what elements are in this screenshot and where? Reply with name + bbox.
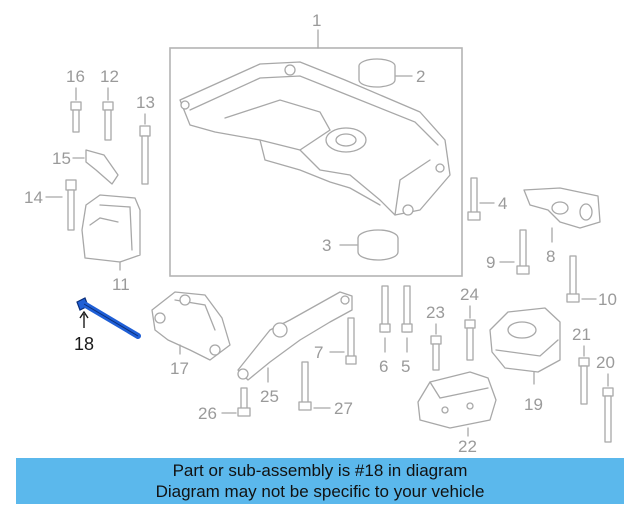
label-22: 22 [458,437,477,455]
bolt-20[interactable]: 20 [596,353,615,443]
label-3: 3 [322,236,331,255]
bracket-15[interactable]: 15 [52,149,119,185]
label-23: 23 [426,303,445,322]
banner-line-1: Part or sub-assembly is #18 in diagram [172,461,468,480]
bolt-6[interactable]: 6 [379,285,391,376]
bolt-4[interactable]: 4 [467,177,507,221]
bolt-10[interactable]: 10 [566,255,617,309]
label-9: 9 [486,253,495,272]
bolt-9[interactable]: 9 [486,229,530,275]
label-8: 8 [546,247,555,266]
bolt-27[interactable]: 27 [298,361,353,418]
banner-line-2: Diagram may not be specific to your vehi… [155,482,485,501]
subframe-group[interactable]: 1 [169,11,463,277]
label-11: 11 [112,275,130,294]
part-2[interactable]: 2 [358,58,425,88]
info-banner: Part or sub-assembly is #18 in diagram D… [16,458,624,504]
bracket-17[interactable]: 17 [151,291,231,378]
label-26: 26 [198,404,217,423]
bolt-18-highlighted[interactable]: 18 [74,297,141,354]
label-21: 21 [572,325,591,344]
bolt-16[interactable]: 16 [66,67,85,133]
mount-11[interactable]: 11 [81,194,141,294]
label-14: 14 [24,188,43,207]
bolt-7[interactable]: 7 [314,317,357,365]
mount-19[interactable]: 19 [489,307,561,414]
label-19: 19 [524,395,543,414]
label-20: 20 [596,353,615,372]
label-17: 17 [170,359,189,378]
subframe-frame [169,47,463,277]
label-1: 1 [312,11,321,30]
label-12: 12 [100,67,119,86]
label-13: 13 [136,93,155,112]
bolt-21[interactable]: 21 [572,325,591,405]
label-18: 18 [74,334,94,354]
bolt-23[interactable]: 23 [426,303,445,371]
subframe-part [179,61,451,216]
parts-diagram: 1 2 3 16 12 [24,11,617,455]
bolt-12[interactable]: 12 [100,67,119,141]
bracket-22[interactable]: 22 [417,371,497,455]
label-15: 15 [52,149,71,168]
label-16: 16 [66,67,85,86]
label-2: 2 [416,67,425,86]
label-27: 27 [334,399,353,418]
bolt-5[interactable]: 5 [401,285,413,376]
label-5: 5 [401,357,410,376]
mount-8[interactable]: 8 [523,187,601,266]
part-3[interactable]: 3 [322,229,399,261]
bolt-14[interactable]: 14 [24,179,77,231]
label-24: 24 [460,285,479,304]
label-6: 6 [379,357,388,376]
label-4: 4 [498,194,507,213]
label-10: 10 [598,290,617,309]
link-25[interactable]: 25 [237,291,353,406]
bolt-26[interactable]: 26 [198,387,251,423]
bolt-13[interactable]: 13 [136,93,155,185]
label-25: 25 [260,387,279,406]
bolt-24[interactable]: 24 [460,285,479,361]
label-7: 7 [314,343,323,362]
